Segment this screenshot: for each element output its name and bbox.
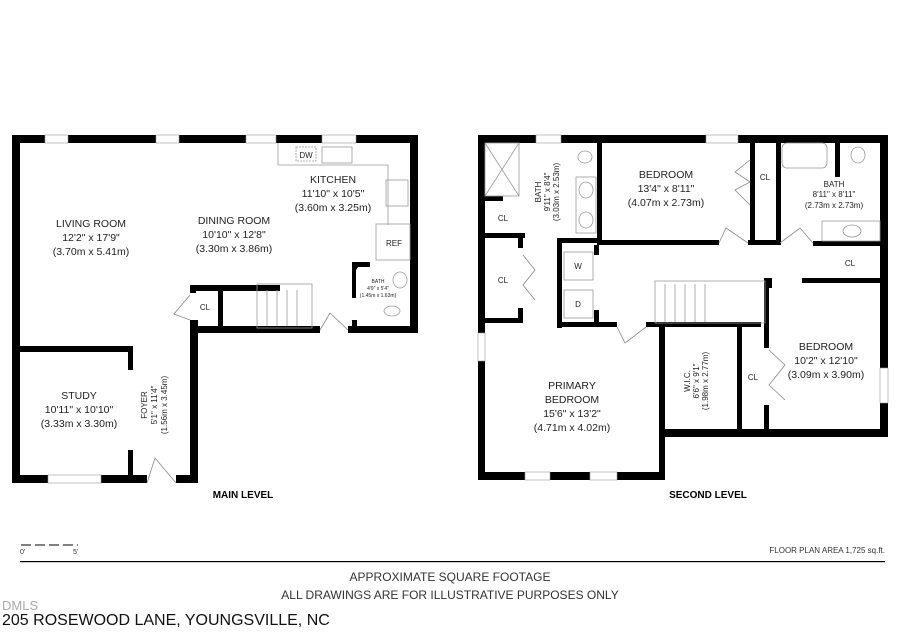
svg-text:LIVING ROOM: LIVING ROOM — [56, 218, 126, 230]
svg-text:PRIMARY: PRIMARY — [548, 380, 596, 392]
refrigerator-label: REF — [386, 239, 402, 248]
svg-text:W.I.C.: W.I.C. — [683, 370, 692, 392]
vanity — [575, 176, 597, 234]
svg-text:8'11" x 8'11": 8'11" x 8'11" — [813, 190, 856, 199]
svg-text:(3.03m x 2.53m): (3.03m x 2.53m) — [552, 163, 561, 222]
svg-text:BATH: BATH — [534, 181, 543, 202]
dishwasher-label: DW — [299, 151, 313, 160]
second-level-windows — [477, 134, 889, 481]
washer-label: W — [574, 262, 582, 271]
room-living: LIVING ROOM 12'2" x 17'9" (3.70m x 5.41m… — [53, 218, 129, 258]
address: 205 ROSEWOOD LANE, YOUNGSVILLE, NC — [2, 612, 330, 629]
svg-text:STUDY: STUDY — [61, 390, 97, 402]
svg-text:(4.07m x 2.73m): (4.07m x 2.73m) — [628, 197, 704, 209]
stove — [385, 179, 409, 207]
svg-text:(2.73m x 2.73m): (2.73m x 2.73m) — [805, 201, 864, 210]
stairs — [256, 283, 313, 329]
svg-text:5': 5' — [73, 549, 78, 556]
closet-label: CL — [760, 173, 771, 182]
svg-text:BEDROOM: BEDROOM — [545, 394, 599, 406]
closet-label: CL — [498, 214, 509, 223]
bathtub — [781, 142, 828, 169]
dryer-label: D — [575, 300, 581, 309]
svg-text:10'10" x 12'8": 10'10" x 12'8" — [202, 229, 266, 241]
svg-text:5'1" x 11'4": 5'1" x 11'4" — [150, 385, 159, 424]
disclaimer-2: ALL DRAWINGS ARE FOR ILLUSTRATIVE PURPOS… — [281, 588, 619, 602]
stairs-second — [654, 280, 766, 324]
second-level-title: SECOND LEVEL — [669, 490, 747, 501]
svg-text:DINING ROOM: DINING ROOM — [198, 215, 270, 227]
room-kitchen: KITCHEN 11'10" x 10'5" (3.60m x 3.25m) — [295, 174, 371, 214]
main-level-title: MAIN LEVEL — [213, 490, 274, 501]
svg-text:BATH: BATH — [372, 279, 385, 285]
scale-bar: 0' 5' — [20, 544, 78, 556]
washer — [563, 251, 594, 281]
svg-text:12'2" x 17'9": 12'2" x 17'9" — [62, 232, 120, 244]
room-bath-main: BATH 4'9" x 5'4" (1.45m x 1.63m) — [360, 279, 397, 299]
svg-text:BEDROOM: BEDROOM — [799, 341, 853, 353]
svg-text:15'6" x 13'2": 15'6" x 13'2" — [543, 408, 601, 420]
svg-text:(3.60m x 3.25m): (3.60m x 3.25m) — [295, 202, 371, 214]
closet-label: CL — [498, 276, 509, 285]
svg-text:(3.30m x 3.86m): (3.30m x 3.86m) — [196, 243, 272, 255]
dryer — [563, 289, 594, 319]
svg-text:KITCHEN: KITCHEN — [310, 174, 356, 186]
svg-text:(1.56m x 3.45m): (1.56m x 3.45m) — [160, 376, 169, 435]
svg-text:4'9" x 5'4": 4'9" x 5'4" — [367, 286, 389, 292]
svg-text:10'2" x 12'10": 10'2" x 12'10" — [794, 355, 858, 367]
room-bath-second-1: BATH 9'11" x 8'4" (3.03m x 2.53m) — [534, 163, 561, 222]
svg-text:13'4" x 8'11": 13'4" x 8'11" — [638, 183, 695, 195]
room-primary-bedroom: PRIMARY BEDROOM 15'6" x 13'2" (4.71m x 4… — [534, 380, 610, 434]
svg-text:0': 0' — [20, 549, 25, 556]
floor-plan-area: FLOOR PLAN AREA 1,725 sq.ft. — [769, 546, 885, 555]
svg-text:(3.33m x 3.30m): (3.33m x 3.30m) — [41, 418, 117, 430]
svg-text:10'11" x 10'10": 10'11" x 10'10" — [45, 404, 114, 416]
closet-label: CL — [845, 259, 856, 268]
disclaimer-1: APPROXIMATE SQUARE FOOTAGE — [349, 570, 551, 584]
closet-label: CL — [200, 303, 211, 312]
kitchen-fixtures — [146, 143, 411, 484]
room-bedroom-1: BEDROOM 13'4" x 8'11" (4.07m x 2.73m) — [628, 169, 704, 209]
svg-text:(4.71m x 4.02m): (4.71m x 4.02m) — [534, 422, 610, 434]
svg-text:BEDROOM: BEDROOM — [639, 169, 693, 181]
second-level-walls — [478, 135, 888, 480]
svg-text:(1.98m x 2.77m): (1.98m x 2.77m) — [701, 352, 710, 411]
main-level-windows — [44, 134, 357, 484]
svg-text:(3.70m x 5.41m): (3.70m x 5.41m) — [53, 246, 129, 258]
closet-label: CL — [748, 373, 759, 382]
room-foyer: FOYER 5'1" x 11'4" (1.56m x 3.45m) — [140, 376, 169, 435]
svg-text:(3.09m x 3.90m): (3.09m x 3.90m) — [788, 369, 864, 381]
sink — [321, 146, 353, 164]
room-bedroom-2: BEDROOM 10'2" x 12'10" (3.09m x 3.90m) — [788, 341, 864, 381]
second-level-fixtures — [484, 142, 881, 401]
svg-text:6'6" x 9'1": 6'6" x 9'1" — [692, 363, 701, 398]
dishwasher — [295, 146, 317, 162]
shower — [484, 142, 520, 197]
bath-sink — [821, 220, 881, 242]
svg-text:11'10" x 10'5": 11'10" x 10'5" — [302, 188, 365, 200]
refrigerator — [375, 223, 411, 261]
room-wic: W.I.C. 6'6" x 9'1" (1.98m x 2.77m) — [683, 352, 710, 411]
room-dining: DINING ROOM 10'10" x 12'8" (3.30m x 3.86… — [196, 215, 272, 255]
watermark: DMLS — [2, 598, 39, 613]
svg-text:FOYER: FOYER — [140, 391, 149, 419]
svg-text:9'11" x 8'4": 9'11" x 8'4" — [543, 172, 552, 211]
room-bath-second-2: BATH 8'11" x 8'11" (2.73m x 2.73m) — [805, 180, 864, 210]
svg-text:(1.45m x 1.63m): (1.45m x 1.63m) — [360, 293, 397, 299]
divider — [20, 561, 885, 563]
room-study: STUDY 10'11" x 10'10" (3.33m x 3.30m) — [41, 390, 117, 430]
svg-text:BATH: BATH — [824, 180, 845, 189]
